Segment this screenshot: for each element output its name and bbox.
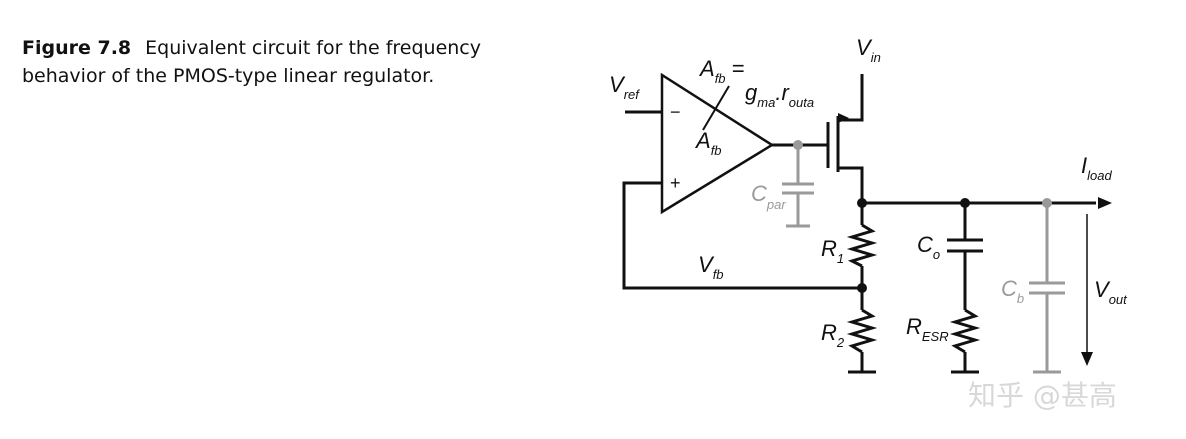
vin-label: Vin	[856, 35, 881, 65]
r2-resistor	[846, 308, 878, 354]
vout-label: Vout	[1094, 277, 1128, 307]
r1-resistor	[846, 223, 878, 268]
vref-label: Vref	[609, 72, 640, 102]
co-label: Co	[917, 232, 940, 262]
r2-label: R2	[821, 320, 845, 350]
r1-label: R1	[821, 236, 844, 266]
feedback-wire	[622, 181, 862, 290]
gate-node-dot	[793, 140, 803, 150]
gain-expression-label: gma.routa	[745, 80, 814, 110]
afb-equation-label: Afb=	[698, 56, 745, 86]
error-amplifier	[660, 72, 775, 215]
source-arrow	[838, 113, 849, 123]
co-node-dot	[960, 198, 970, 208]
cb-label: Cb	[1001, 276, 1024, 306]
feedback-node-dot	[857, 283, 867, 293]
cb-node-dot	[1042, 198, 1052, 208]
iload-arrow	[1098, 197, 1112, 209]
source-wire	[838, 74, 864, 122]
watermark-text: 知乎 @甚高	[968, 379, 1117, 412]
afb-amplifier-label: Afb	[694, 128, 722, 158]
junctions	[857, 198, 970, 293]
vout-arrow	[1081, 352, 1093, 366]
plus-input-label: +	[670, 173, 681, 193]
drain-wire	[838, 166, 864, 203]
arrows	[838, 113, 1112, 366]
gain-indicator	[702, 85, 730, 131]
figure-number: Figure 7.8	[22, 37, 132, 59]
iload-label: Iload	[1081, 153, 1112, 183]
parasitic-elements	[782, 145, 1065, 374]
vfb-label: Vfb	[698, 252, 724, 282]
caption-text: Equivalent circuit for the frequency beh…	[22, 37, 481, 87]
minus-input-label: −	[670, 102, 681, 122]
output-node-dot	[857, 198, 867, 208]
resr-label: RESR	[906, 314, 949, 344]
resr-resistor	[949, 308, 981, 354]
circuit-wires	[622, 72, 1096, 374]
cpar-label: Cpar	[751, 181, 786, 212]
